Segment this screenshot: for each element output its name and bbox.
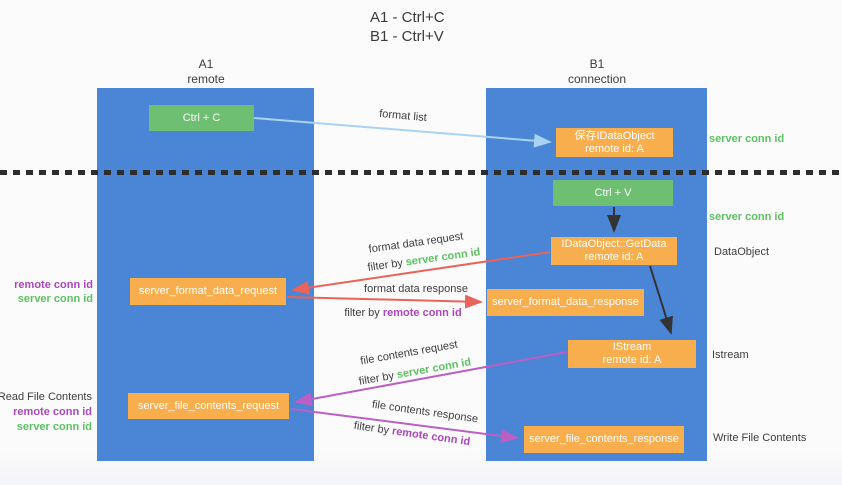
title-line-1: A1 - Ctrl+C — [370, 9, 445, 26]
format-data-response-filter-label: filter by remote conn id — [344, 307, 461, 319]
remote-conn-id-key: remote conn id — [391, 425, 471, 449]
node-server-format-data-response-label: server_format_data_response — [492, 296, 639, 308]
node-server-file-contents-response-label: server_file_contents_response — [529, 433, 679, 445]
node-save-idataobject-line2: remote id: A — [585, 142, 644, 155]
node-idataobject-getdata-line2: remote id: A — [584, 251, 644, 263]
server-conn-id-annotation-format: server conn id — [17, 293, 93, 305]
node-server-file-contents-request: server_file_contents_request — [128, 393, 289, 419]
node-ctrl-v-label: Ctrl + V — [594, 186, 632, 199]
diagram-title: A1 - Ctrl+C B1 - Ctrl+V — [370, 8, 445, 46]
node-server-file-contents-request-label: server_file_contents_request — [137, 399, 280, 412]
remote-conn-id-annotation-format: remote conn id — [14, 279, 93, 291]
node-server-format-data-response: server_format_data_response — [487, 289, 644, 316]
read-file-contents-annotation: Read File Contents — [0, 391, 92, 403]
lane-b1-name: B1 — [589, 57, 605, 71]
dataobject-annotation: DataObject — [714, 246, 770, 258]
remote-conn-id-annotation-file: remote conn id — [13, 406, 92, 418]
format-list-label: format list — [378, 107, 428, 125]
write-file-contents-annotation: Write File Contents — [713, 432, 807, 444]
node-idataobject-getdata: IDataObject::GetData remote id: A — [551, 237, 677, 265]
istream-annotation: Istream — [712, 349, 749, 361]
filter-by-prefix: filter by — [344, 307, 383, 319]
title-line-2: B1 - Ctrl+V — [370, 28, 444, 45]
node-ctrl-v: Ctrl + V — [553, 180, 673, 206]
filter-by-prefix: filter by — [366, 256, 407, 274]
server-conn-id-annotation-mid: server conn id — [709, 211, 785, 223]
node-save-idataobject-line1: 保存IDataObject — [574, 129, 655, 142]
node-istream: IStream remote id: A — [568, 340, 696, 368]
filter-by-prefix: filter by — [357, 369, 398, 388]
lane-a1-name: A1 — [198, 57, 214, 71]
server-conn-id-annotation-top: server conn id — [709, 133, 785, 145]
format-data-response-arrow — [286, 294, 483, 309]
session-separator-dashed-line — [0, 170, 842, 175]
file-contents-response-filter-label: filter by remote conn id — [353, 420, 471, 448]
node-idataobject-getdata-line1: IDataObject::GetData — [561, 238, 667, 250]
node-server-format-data-request: server_format_data_request — [130, 278, 286, 305]
server-conn-id-key: server conn id — [404, 246, 482, 269]
filter-by-prefix: filter by — [353, 419, 393, 438]
lane-a1-role: remote — [187, 72, 225, 86]
node-istream-line2: remote id: A — [602, 354, 662, 366]
node-server-file-contents-response: server_file_contents_response — [524, 426, 684, 453]
node-ctrl-c: Ctrl + C — [149, 105, 254, 131]
format-data-response-label: format data response — [364, 283, 468, 295]
lane-header-a1-remote: A1 remote — [146, 57, 266, 87]
node-server-format-data-request-label: server_format_data_request — [138, 285, 278, 297]
server-conn-id-annotation-file: server conn id — [16, 421, 92, 433]
file-contents-response-label: file contents response — [371, 398, 479, 426]
lane-header-b1-connection: B1 connection — [537, 57, 657, 87]
remote-conn-id-key: remote conn id — [382, 307, 462, 319]
server-conn-id-key: server conn id — [395, 356, 473, 382]
lane-b1-role: connection — [567, 72, 627, 86]
node-ctrl-c-label: Ctrl + C — [182, 111, 221, 124]
node-save-idataobject: 保存IDataObject remote id: A — [556, 128, 673, 157]
node-istream-line1: IStream — [612, 341, 652, 353]
